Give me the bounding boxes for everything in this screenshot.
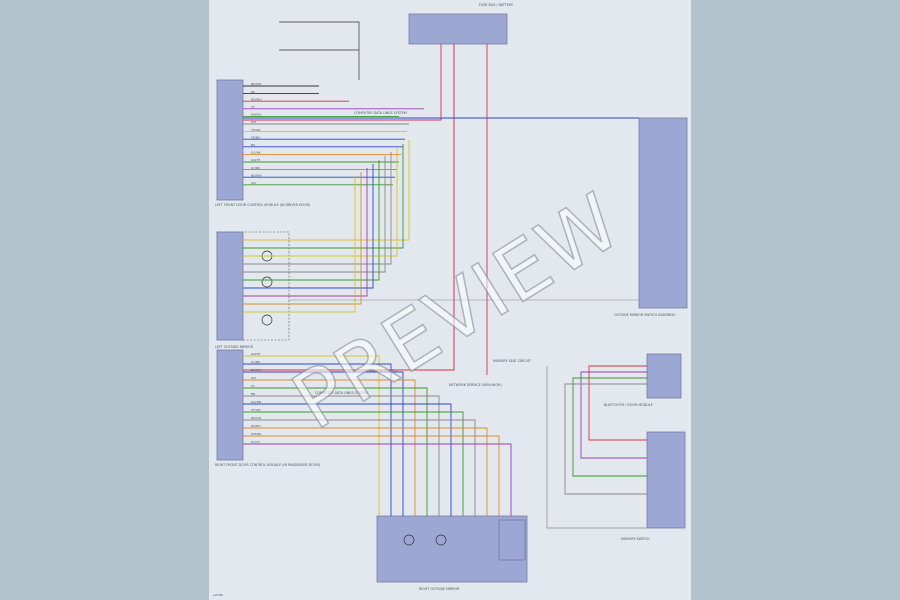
wire-37: [243, 419, 476, 516]
rf-mirror-label: RIGHT OUTSIDE MIRROR: [419, 587, 460, 591]
wire-label: BN: [251, 392, 255, 396]
wire-24: [243, 44, 455, 371]
lf-motor-2-icon: [261, 276, 273, 288]
bcm-module: [646, 353, 682, 399]
wire-label: GY: [251, 384, 255, 388]
lf-heater-icon: [261, 314, 273, 326]
wire-label: BK: [251, 90, 256, 94]
wire-35: [243, 403, 452, 516]
wire-40: [243, 443, 512, 516]
wire-20: [243, 164, 374, 289]
footer-code: A2796: [213, 593, 223, 597]
fuse-label: FUSE BOX / BATTERY: [479, 3, 514, 7]
wire-16: [243, 148, 398, 257]
wire-36: [243, 411, 464, 516]
wire-label: WH: [251, 120, 256, 124]
wire-label: OG/BK: [251, 151, 262, 155]
ref-network: NETWORK SERVICE (NON-HIGH): [449, 383, 502, 387]
rf-module-label: RIGHT FRONT DOOR CONTROL MODULE (IN PASS…: [215, 463, 320, 467]
wire-19: [243, 160, 380, 281]
wire-30: [243, 363, 392, 516]
ref-comp-2: COMPUTER DATA LINES SYSTEM: [315, 391, 368, 395]
wire-31: [243, 371, 404, 516]
rf-motor-2-icon: [435, 534, 447, 546]
fuse-box: [408, 13, 508, 45]
wire-41: [588, 365, 647, 441]
wire-label: WH/BK: [251, 432, 262, 436]
wires-group: BK/WH BK RD/WH VT GN/OG WH YE/GN YE/BU BU OG/BK GN…: [243, 21, 647, 529]
lf-mirror-connector: [216, 231, 244, 341]
memory-switch-module: [646, 431, 686, 529]
lf-door-module: [216, 79, 244, 201]
mirror-switch-label: OUTSIDE MIRROR SWITCH ASSEMBLY: [614, 313, 676, 317]
wire-22: [243, 172, 362, 305]
wire-label: YE/GN: [251, 128, 260, 132]
wire-label: VT/GN: [251, 408, 260, 412]
wire-label: OG/BN: [251, 400, 261, 404]
wire-39: [243, 435, 500, 516]
wire-32: [243, 379, 416, 516]
wire-18: [243, 156, 386, 273]
wire-label: BU/GN: [251, 416, 261, 420]
wire-25: [243, 44, 442, 121]
wire-43: [572, 377, 647, 477]
wire-label: BU: [251, 143, 255, 147]
mirror-switch-module: [638, 117, 688, 309]
lf-module-label: LEFT FRONT DOOR CONTROL MODULE (IN DRIVE…: [215, 203, 310, 207]
wire-33: [243, 387, 428, 516]
wire-38: [243, 427, 488, 516]
wire-46: [279, 21, 360, 80]
wire-21: [243, 168, 368, 297]
ref-memory: MEMORY SEAT CIRCUIT: [493, 359, 532, 363]
wire-label: RD/WH: [251, 97, 262, 101]
wire-34: [243, 395, 440, 516]
wire-45: [546, 366, 647, 529]
wire-42: [580, 371, 647, 459]
rf-door-module: [216, 349, 244, 461]
wire-label: RD/BU: [251, 424, 261, 428]
wire-label: BU/WH: [251, 368, 262, 372]
bcm-label: BLUETOOTH / DOOR MODULE: [604, 403, 653, 407]
wire-label: BU/WH: [251, 173, 262, 177]
rf-motor-1-icon: [403, 534, 415, 546]
wire-label: YE/BU: [251, 135, 260, 139]
wire-label: GN: [251, 376, 256, 380]
lf-mirror-label: LEFT OUTSIDE MIRROR: [215, 345, 254, 349]
memory-switch-label: MEMORY SWITCH: [621, 537, 650, 541]
wire-label: BK/WH: [251, 82, 261, 86]
wire-17: [243, 152, 392, 265]
wire-label: GN: [251, 181, 256, 185]
ref-heat: MIRROR HEATED: [369, 369, 397, 373]
wire-44: [564, 383, 647, 495]
wire-14: [243, 140, 410, 241]
wire-label: GY/VT: [251, 440, 260, 444]
wiring-diagram: LEFT FRONT DOOR CONTROL MODULE (IN DRIVE…: [213, 3, 688, 597]
diagram-sheet: LEFT FRONT DOOR CONTROL MODULE (IN DRIVE…: [209, 0, 691, 600]
wire-label: GY/BK: [251, 166, 261, 170]
rf-heater-box: [498, 519, 526, 561]
wire-15: [243, 144, 404, 249]
ref-comp-1: COMPUTER DATA LINES SYSTEM: [354, 111, 407, 115]
wire-29: [243, 355, 380, 516]
wire-label: GY/BK: [251, 360, 261, 364]
wire-label: VT: [251, 105, 255, 109]
wire-label: GN/YE: [251, 352, 260, 356]
wire-label: GN/OG: [251, 113, 262, 117]
wire-23: [243, 176, 356, 313]
wire-label: GN/YE: [251, 158, 260, 162]
